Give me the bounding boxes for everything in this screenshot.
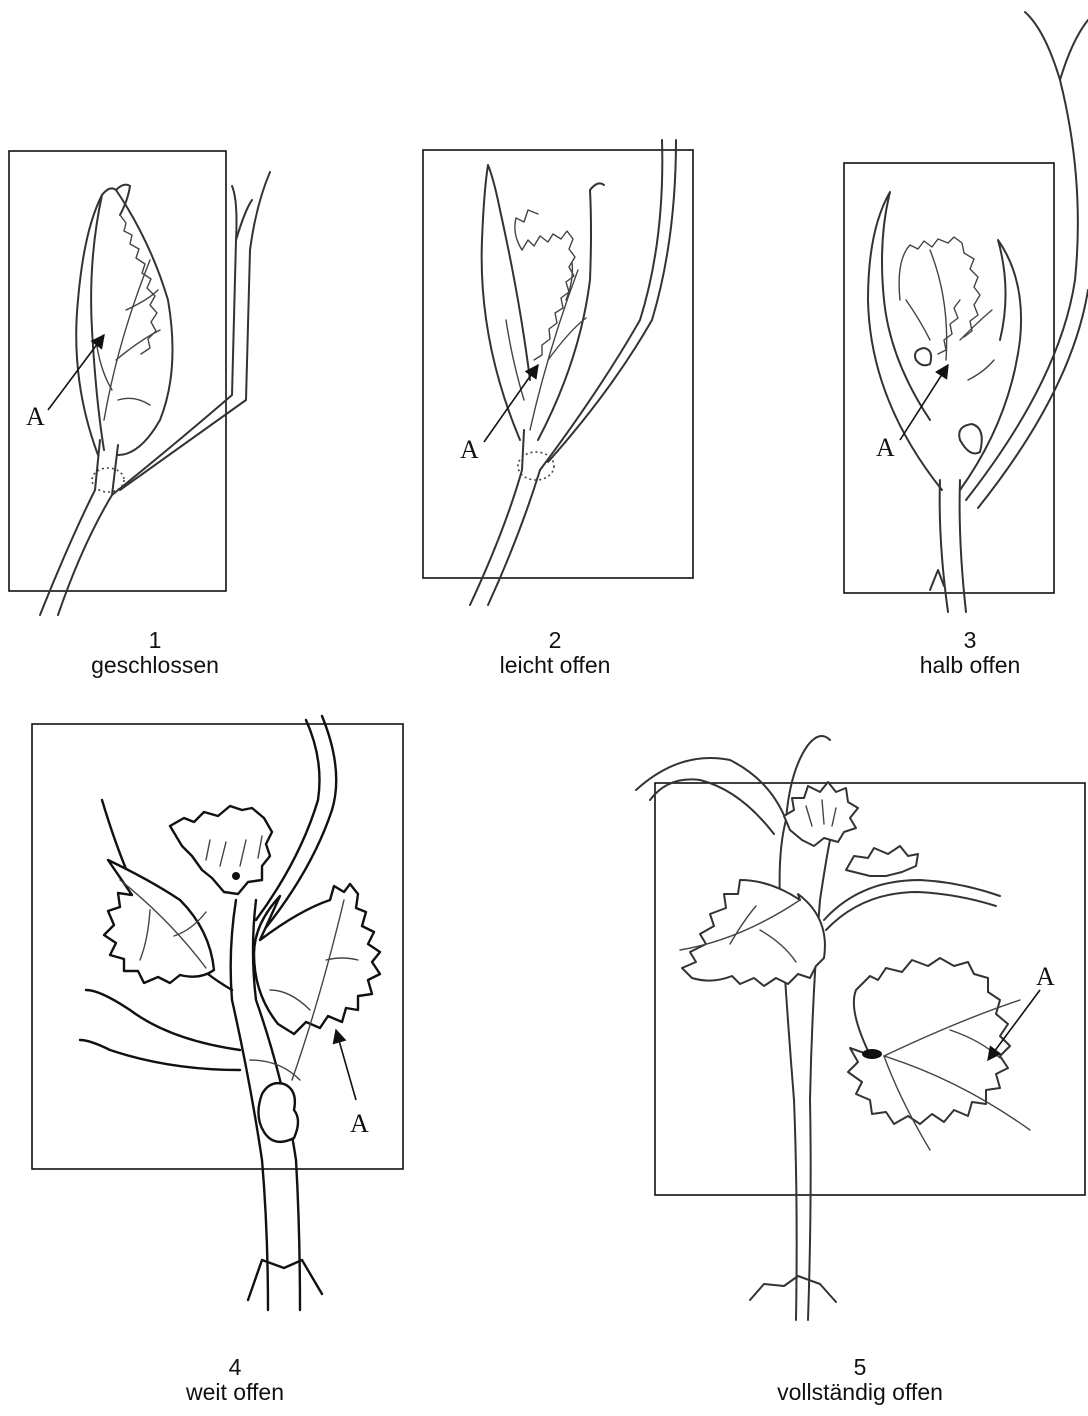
stage-3-pointer-label: A	[876, 433, 895, 462]
stage-2-caption: 2 leicht offen	[455, 628, 655, 678]
stage-4-leaf-top	[170, 806, 272, 894]
stage-1-caption: 1 geschlossen	[60, 628, 250, 678]
stage-2-pointer-label: A	[460, 435, 479, 464]
stage-5-label: vollständig offen	[740, 1380, 980, 1405]
stage-1-frame	[9, 151, 226, 591]
stage-4-pointer-arrow	[336, 1030, 356, 1100]
stage-1-number: 1	[60, 628, 250, 653]
stage-5-tendril	[636, 758, 786, 820]
stage-3-tendril	[966, 12, 1078, 500]
stage-2-drawing: A	[423, 140, 693, 605]
stage-5-leaf-top	[784, 782, 858, 846]
stage-2-bud-right	[538, 183, 604, 440]
stage-4-caption: 4 weit offen	[140, 1355, 330, 1405]
stage-1-pointer-label: A	[26, 402, 45, 431]
stage-4-label: weit offen	[140, 1380, 330, 1405]
stage-3-number: 3	[875, 628, 1065, 653]
stage-2-label: leicht offen	[455, 653, 655, 678]
stage-4-pointer-label: A	[350, 1109, 369, 1138]
stage-5-leaf-left	[682, 880, 825, 986]
stage-3-caption: 3 halb offen	[875, 628, 1065, 678]
stage-5-number: 5	[740, 1355, 980, 1380]
stage-4-small-bud	[258, 1083, 298, 1142]
stage-5-drawing: A	[636, 736, 1085, 1320]
stage-2-tendril	[540, 140, 662, 470]
stage-4-number: 4	[140, 1355, 330, 1380]
stage-1-drawing: A	[9, 151, 270, 615]
stage-5-caption: 5 vollständig offen	[740, 1355, 980, 1405]
stage-5-leaf-right	[848, 958, 1010, 1124]
stage-2-frame	[423, 150, 693, 578]
stage-4-drawing: A	[32, 716, 403, 1310]
stage-3-label: halb offen	[875, 653, 1065, 678]
stage-3-pointer-arrow	[900, 365, 948, 440]
stage-1-label: geschlossen	[60, 653, 250, 678]
stage-4-leaf-right	[254, 884, 380, 1034]
stage-5-pointer-label: A	[1036, 962, 1055, 991]
stage-2-number: 2	[455, 628, 655, 653]
stage-1-stem	[40, 440, 100, 615]
stage-1-tendril	[112, 186, 237, 495]
stage-3-drawing: A	[844, 12, 1088, 612]
